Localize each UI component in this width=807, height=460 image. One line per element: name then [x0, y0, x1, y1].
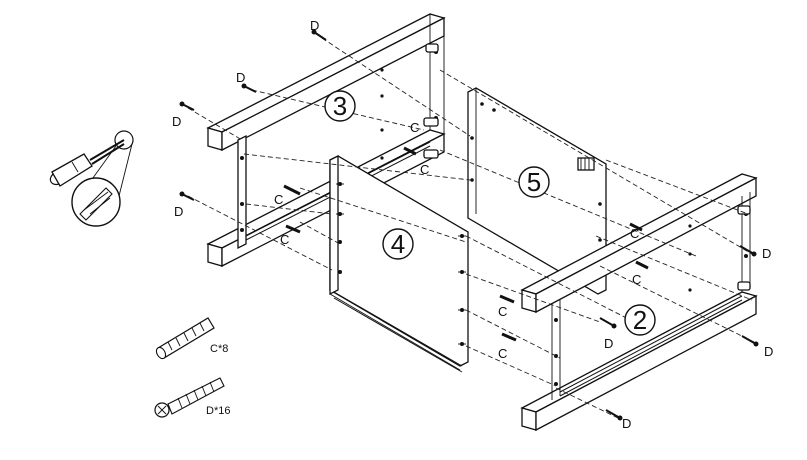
dowel-labels: C C C C C C C C	[274, 120, 641, 361]
screws	[179, 29, 759, 421]
svg-text:D: D	[174, 204, 183, 219]
dowels	[283, 146, 649, 342]
part-4-panel	[329, 154, 469, 373]
part-number-5: 5	[518, 166, 550, 198]
svg-text:C: C	[632, 272, 641, 287]
svg-text:C: C	[498, 304, 507, 319]
svg-text:D: D	[236, 70, 245, 85]
svg-text:C: C	[630, 226, 639, 241]
svg-text:C: C	[410, 120, 419, 135]
wood-dowel-icon	[155, 317, 215, 360]
svg-text:D: D	[764, 344, 773, 359]
svg-text:C: C	[280, 232, 289, 247]
alignment-lines	[187, 37, 755, 419]
svg-text:D: D	[762, 246, 771, 261]
screw-icon	[154, 377, 225, 418]
svg-text:C: C	[420, 162, 429, 177]
screwdriver-icon	[49, 130, 134, 227]
svg-text:C: C	[274, 192, 283, 207]
svg-text:D: D	[604, 336, 613, 351]
part-number-2: 2	[624, 304, 656, 336]
part-2-frame	[520, 173, 758, 432]
screw-quantity-label: D*16	[206, 405, 230, 417]
svg-text:D: D	[310, 18, 319, 33]
svg-text:4: 4	[391, 229, 405, 259]
svg-text:D: D	[622, 416, 631, 431]
svg-text:3: 3	[333, 91, 347, 121]
svg-text:C: C	[498, 346, 507, 361]
screw-labels: D D D D D D D D	[172, 18, 773, 431]
part-number-3: 3	[324, 90, 356, 122]
part-number-4: 4	[382, 228, 414, 260]
svg-text:5: 5	[527, 167, 541, 197]
dowel-quantity-label: C*8	[210, 343, 228, 355]
svg-text:2: 2	[633, 305, 647, 335]
svg-text:D: D	[172, 114, 181, 129]
